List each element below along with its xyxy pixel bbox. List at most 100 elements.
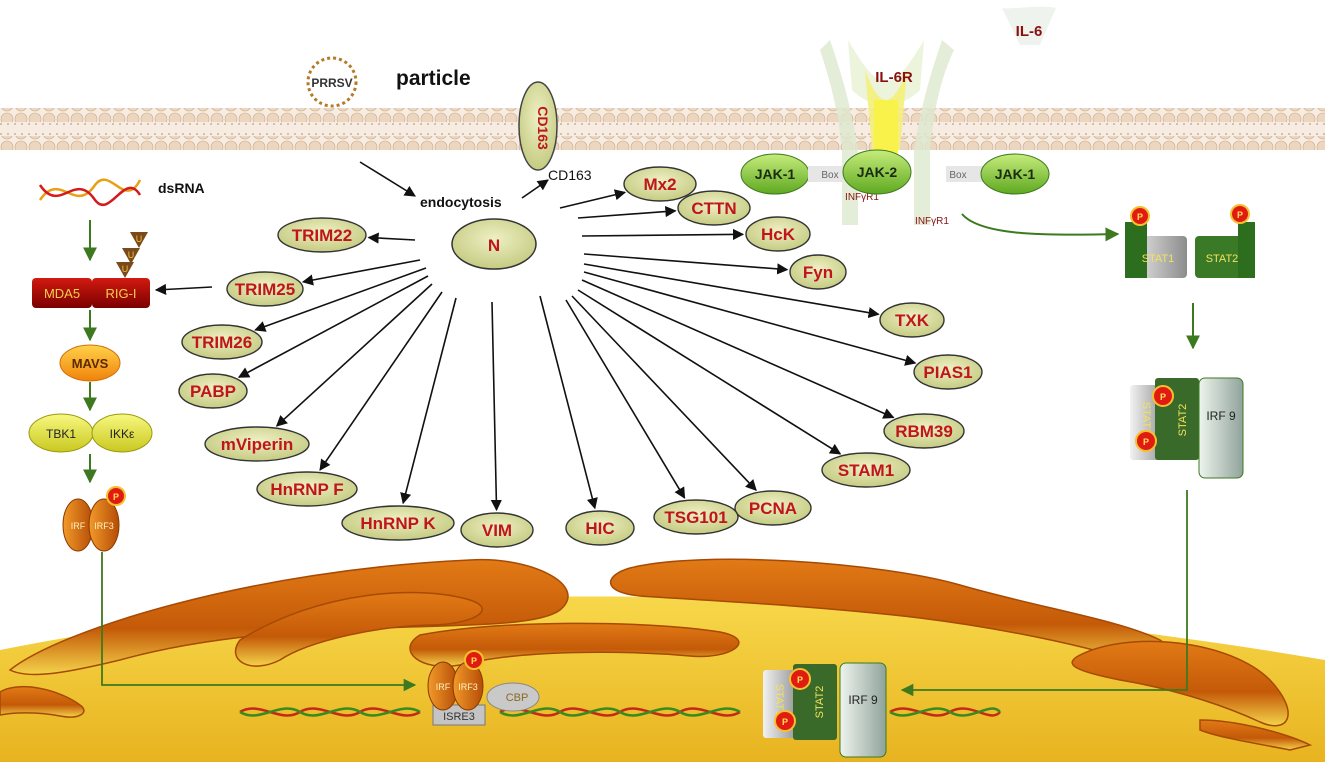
arrow-isgf3-nucleus bbox=[900, 490, 1188, 697]
nuc-irf3-phospho: P bbox=[471, 656, 477, 666]
arrow-jak-stat bbox=[961, 213, 1120, 242]
partner-node-vim: VIM bbox=[460, 512, 534, 548]
prrsv-particle: PRRSV bbox=[306, 56, 358, 108]
mda5-label: MDA5 bbox=[44, 286, 80, 301]
cd163-arrow bbox=[521, 179, 549, 199]
isgf3-phospho-1: P bbox=[1160, 392, 1166, 402]
arrow-n-trim22 bbox=[367, 232, 416, 244]
partner-node-trim26: TRIM26 bbox=[181, 324, 263, 360]
cd163-receptor: CD163 bbox=[518, 81, 558, 171]
cbp-label: CBP bbox=[506, 692, 529, 704]
partner-label: HcK bbox=[761, 225, 796, 244]
nuc-phospho-2: P bbox=[782, 717, 788, 727]
partner-node-hck: HcK bbox=[745, 216, 811, 252]
partner-node-stam1: STAM1 bbox=[821, 452, 911, 488]
il6r-label: IL-6R bbox=[875, 69, 913, 86]
partner-label: RBM39 bbox=[895, 422, 953, 441]
prrsv-badge-label: PRRSV bbox=[311, 76, 352, 90]
partner-label: Mx2 bbox=[643, 175, 676, 194]
arrow-n-pias1 bbox=[583, 271, 917, 366]
box-right bbox=[946, 166, 986, 182]
partner-label: HnRNP F bbox=[270, 480, 343, 499]
arrow-n-tsg101 bbox=[565, 299, 686, 499]
partner-label: VIM bbox=[482, 521, 512, 540]
irf-dimer-cytoplasm: IRF IRF3 P bbox=[62, 486, 126, 552]
arrow-n-hic bbox=[539, 295, 598, 510]
isgf3-irf9-label: IRF 9 bbox=[1206, 409, 1236, 423]
arrow-trim25-rigi bbox=[154, 283, 213, 296]
partner-node-trim22: TRIM22 bbox=[277, 217, 367, 253]
ikke-protein: IKKε bbox=[91, 413, 153, 453]
mavs-protein: MAVS bbox=[59, 344, 121, 382]
box-right-label: Box bbox=[949, 170, 966, 181]
ub-label-3: U bbox=[122, 264, 129, 274]
tbk1-label: TBK1 bbox=[46, 427, 76, 441]
isre3-label: ISRE3 bbox=[443, 711, 475, 723]
partner-node-cttn: CTTN bbox=[677, 190, 751, 226]
partner-label: TRIM22 bbox=[292, 226, 352, 245]
partner-node-tsg101: TSG101 bbox=[653, 499, 739, 535]
partner-label: PCNA bbox=[749, 499, 797, 518]
arrow-n-hck bbox=[581, 228, 745, 241]
partner-node-fyn: Fyn bbox=[789, 254, 847, 290]
partner-node-mviperin: mViperin bbox=[204, 426, 310, 462]
n-protein-label: N bbox=[488, 236, 500, 255]
cd163-label: CD163 bbox=[548, 167, 592, 183]
arrow-n-trim25 bbox=[301, 259, 421, 286]
arrow-n-mviperin bbox=[275, 283, 433, 427]
isgf3-stat2-label: STAT2 bbox=[1177, 404, 1189, 437]
rigi-label: RIG-I bbox=[105, 286, 136, 301]
arrow-n-stam1 bbox=[577, 289, 842, 455]
nuc-irf9-label: IRF 9 bbox=[848, 693, 878, 707]
arrow-n-cttn bbox=[577, 205, 677, 219]
arrow-irf3-nucleus bbox=[101, 552, 417, 692]
partner-node-pcna: PCNA bbox=[734, 490, 812, 526]
arrow-n-txk bbox=[583, 263, 880, 319]
partner-label: TXK bbox=[895, 311, 930, 330]
cd163-inner-label: CD163 bbox=[535, 106, 551, 150]
nuc-stat1-label: STAT1 bbox=[773, 684, 785, 717]
jak1-right: JAK-1 bbox=[980, 153, 1050, 195]
partner-node-hnrnp-k: HnRNP K bbox=[341, 505, 455, 541]
arrow-n-rbm39 bbox=[581, 279, 895, 419]
arrow-n-fyn bbox=[583, 253, 789, 275]
arrow-n-pabp bbox=[237, 275, 429, 378]
partner-node-rbm39: RBM39 bbox=[883, 413, 965, 449]
cell-membrane bbox=[0, 108, 1325, 150]
ub-label-1: U bbox=[136, 234, 143, 244]
isgf3-complex-cytoplasm: STAT1 STAT2 IRF 9 P P bbox=[1130, 377, 1244, 479]
jak2: JAK-2 bbox=[842, 149, 912, 195]
rigi-protein: RIG-I bbox=[92, 278, 150, 308]
arrow-n-vim bbox=[490, 301, 502, 512]
irf-label: IRF bbox=[71, 521, 86, 531]
partner-label: PABP bbox=[190, 382, 236, 401]
arrow-n-pcna bbox=[571, 295, 757, 491]
partner-label: HIC bbox=[585, 519, 614, 538]
partner-label: TRIM25 bbox=[235, 280, 295, 299]
jak1-left: JAK-1 bbox=[740, 153, 810, 195]
partner-node-mx2: Mx2 bbox=[623, 166, 697, 202]
partner-label: STAM1 bbox=[838, 461, 894, 480]
tbk1-protein: TBK1 bbox=[28, 413, 94, 453]
partner-label: HnRNP K bbox=[360, 514, 436, 533]
stat1-label: STAT1 bbox=[1142, 253, 1175, 265]
isgf3-stat1-label: STAT1 bbox=[1140, 402, 1152, 435]
jak1-right-label: JAK-1 bbox=[995, 166, 1036, 182]
stat2-cytoplasm: STAT2 P bbox=[1195, 204, 1255, 278]
box-left bbox=[808, 166, 844, 182]
endoplasmic-reticulum bbox=[0, 558, 1313, 751]
nuc-phospho-1: P bbox=[797, 675, 803, 685]
il6-label: IL-6 bbox=[1016, 23, 1043, 40]
partner-label: PIAS1 bbox=[923, 363, 972, 382]
box-left-label: Box bbox=[821, 170, 838, 181]
nuc-irf3-label: IRF3 bbox=[458, 682, 478, 692]
endocytosis-label: endocytosis bbox=[420, 194, 502, 210]
jak1-left-label: JAK-1 bbox=[755, 166, 796, 182]
stat1-phospho: P bbox=[1137, 212, 1143, 222]
arrow-n-hnrnp-f bbox=[319, 291, 443, 471]
jak2-label: JAK-2 bbox=[857, 164, 898, 180]
nuc-stat2-label: STAT2 bbox=[814, 686, 826, 719]
